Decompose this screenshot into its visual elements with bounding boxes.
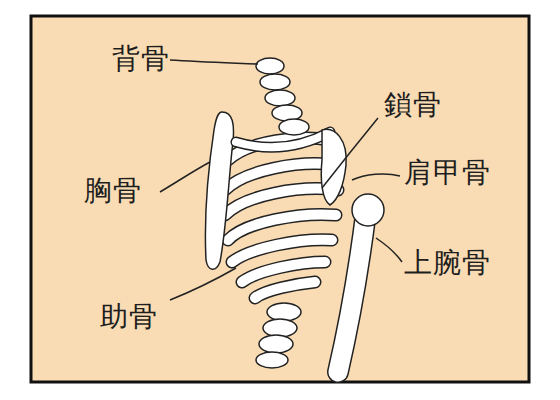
part-label: 助骨 — [100, 302, 158, 333]
part-label: 胸骨 — [84, 176, 142, 207]
part-label: 鎖骨 — [384, 90, 442, 121]
part-label: 肩甲骨 — [404, 158, 491, 189]
frame — [31, 16, 529, 382]
clavicle — [236, 132, 330, 147]
sternum — [205, 112, 233, 269]
leader-lines — [160, 60, 402, 300]
part-label: 背骨 — [112, 44, 170, 75]
scapula — [321, 129, 346, 205]
part-label: 上腕骨 — [404, 248, 491, 279]
spine — [256, 58, 309, 368]
humerus — [338, 194, 384, 372]
